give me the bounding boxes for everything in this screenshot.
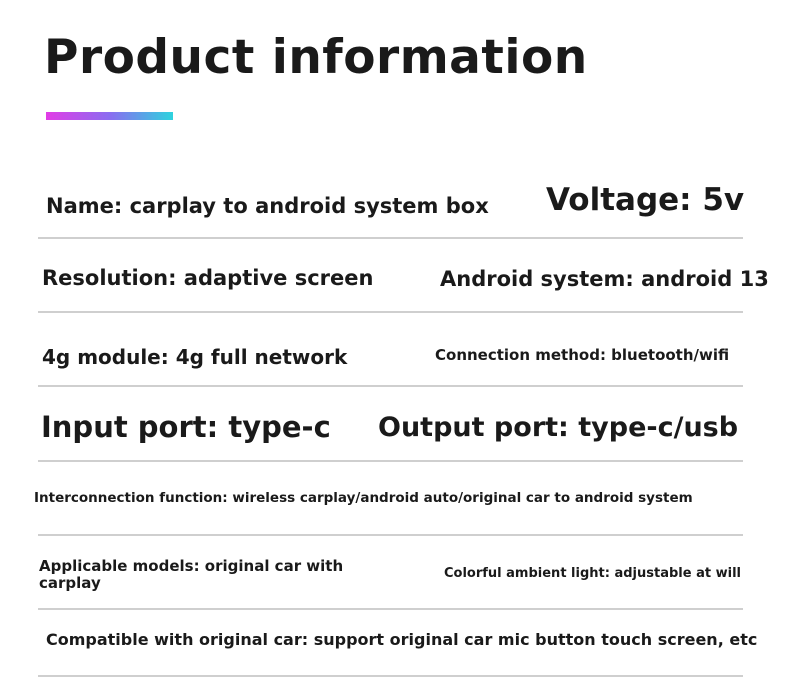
row-divider (38, 675, 743, 677)
spec-voltage: Voltage: 5v (546, 182, 745, 218)
row-divider (38, 460, 743, 462)
title-accent-bar (46, 112, 173, 120)
spec-ambient-light: Colorful ambient light: adjustable at wi… (444, 566, 741, 581)
spec-output-port: Output port: type-c/usb (378, 412, 739, 443)
spec-name: Name: carplay to android system box (46, 194, 489, 218)
row-divider (38, 237, 743, 239)
spec-input-port: Input port: type-c (41, 410, 331, 444)
spec-resolution: Resolution: adaptive screen (42, 266, 374, 290)
spec-interconnection: Interconnection function: wireless carpl… (34, 490, 693, 506)
page-title: Product information (44, 30, 588, 85)
row-divider (38, 534, 743, 536)
spec-4g-module: 4g module: 4g full network (42, 345, 348, 369)
spec-applicable-models: Applicable models: original car with car… (39, 557, 344, 592)
row-divider (38, 385, 743, 387)
spec-compatible: Compatible with original car: support or… (46, 630, 758, 649)
spec-android-system: Android system: android 13 (440, 267, 769, 291)
row-divider (38, 311, 743, 313)
row-divider (38, 608, 743, 610)
spec-connection-method: Connection method: bluetooth/wifi (435, 346, 730, 364)
